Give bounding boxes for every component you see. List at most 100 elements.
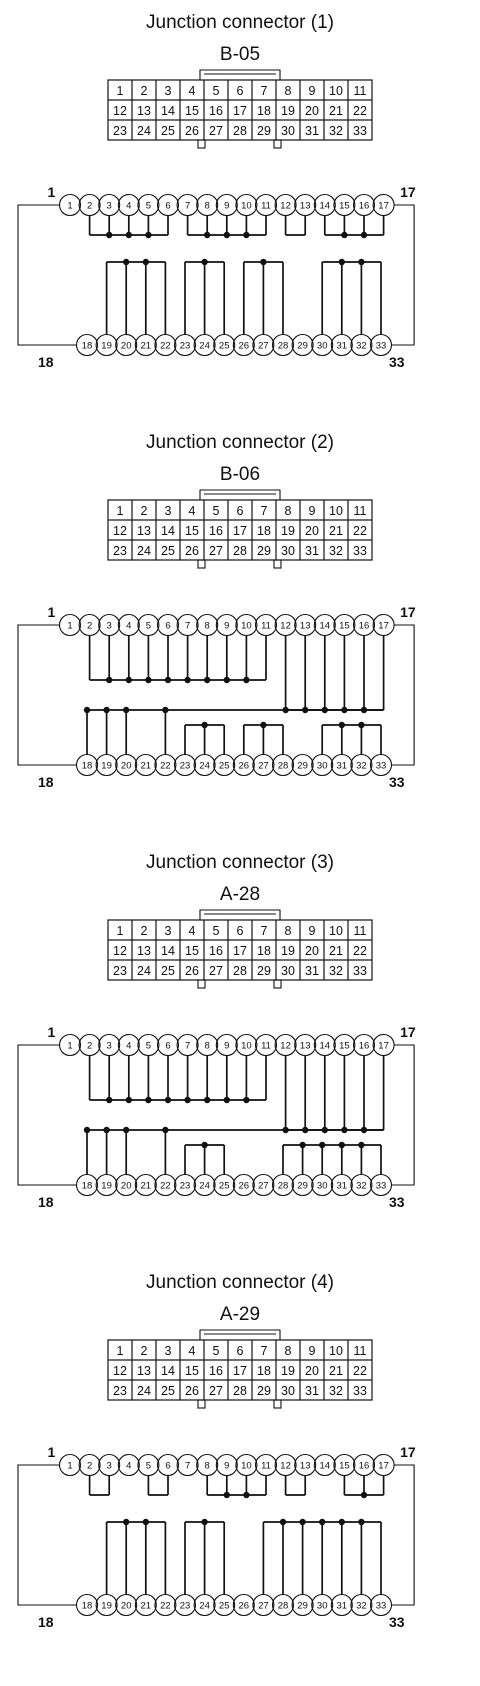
cell-label: 19 bbox=[281, 1364, 295, 1378]
cell-label: 31 bbox=[305, 124, 319, 138]
pin-label: 17 bbox=[378, 621, 389, 632]
pin-label: 33 bbox=[376, 1181, 387, 1192]
pin-label: 12 bbox=[280, 621, 291, 632]
pin-26: 26 bbox=[232, 333, 255, 357]
pin-label: 3 bbox=[107, 1041, 112, 1052]
cell-1: 1 bbox=[107, 1339, 133, 1361]
cell-label: 18 bbox=[257, 1364, 271, 1378]
pin-27: 27 bbox=[252, 1593, 275, 1617]
cell-label: 15 bbox=[185, 524, 199, 538]
cell-20: 20 bbox=[299, 99, 325, 121]
cell-label: 5 bbox=[213, 924, 220, 938]
cell-19: 19 bbox=[275, 519, 301, 541]
cell-2: 2 bbox=[131, 499, 157, 521]
pin-2: 2 bbox=[78, 1033, 101, 1057]
pin-label: 26 bbox=[239, 341, 250, 352]
cell-19: 19 bbox=[275, 939, 301, 961]
cell-1: 1 bbox=[107, 499, 133, 521]
pin-4: 4 bbox=[117, 1033, 140, 1057]
top-bus-1 bbox=[88, 1055, 267, 1104]
pin-label: 9 bbox=[224, 201, 229, 212]
cell-30: 30 bbox=[275, 119, 301, 141]
cell-label: 10 bbox=[329, 84, 343, 98]
pin-33: 33 bbox=[369, 1173, 393, 1197]
pin-label: 22 bbox=[160, 1601, 171, 1612]
cell-8: 8 bbox=[275, 499, 301, 521]
pin-30: 30 bbox=[311, 753, 334, 777]
cell-26: 26 bbox=[179, 959, 205, 981]
pin-label: 2 bbox=[87, 621, 92, 632]
pin-29: 29 bbox=[291, 1173, 314, 1197]
pin-4: 4 bbox=[117, 613, 140, 637]
pin-22: 22 bbox=[154, 753, 177, 777]
connector-code: A-28 bbox=[220, 884, 260, 905]
bottom-bus-2 bbox=[184, 258, 226, 335]
cell-label: 5 bbox=[213, 84, 220, 98]
pin-label: 21 bbox=[141, 341, 152, 352]
cell-label: 16 bbox=[209, 104, 223, 118]
cell-28: 28 bbox=[227, 119, 253, 141]
pin-27: 27 bbox=[252, 1173, 275, 1197]
pin-6: 6 bbox=[156, 1033, 180, 1057]
cell-5: 5 bbox=[203, 499, 229, 521]
cell-label: 2 bbox=[141, 84, 148, 98]
cell-label: 19 bbox=[281, 524, 295, 538]
cell-25: 25 bbox=[155, 539, 181, 561]
end-label-bottom-right: 33 bbox=[389, 1194, 405, 1210]
cell-21: 21 bbox=[323, 939, 349, 961]
pin-23: 23 bbox=[173, 1593, 197, 1617]
cell-9: 9 bbox=[299, 79, 325, 101]
cell-label: 20 bbox=[305, 944, 319, 958]
cell-3: 3 bbox=[155, 79, 181, 101]
pin-label: 29 bbox=[297, 1181, 308, 1192]
end-label-bottom-left: 18 bbox=[38, 1614, 54, 1630]
pin-28: 28 bbox=[271, 753, 295, 777]
cell-label: 21 bbox=[329, 524, 343, 538]
pin-3: 3 bbox=[98, 613, 121, 637]
pin-24: 24 bbox=[193, 333, 216, 357]
pin-label: 10 bbox=[241, 1461, 252, 1472]
end-label-top-left: 1 bbox=[48, 1444, 56, 1460]
frame-right bbox=[391, 204, 415, 346]
cell-8: 8 bbox=[275, 79, 301, 101]
pin-label: 21 bbox=[141, 761, 152, 772]
pin-1: 1 bbox=[58, 1033, 82, 1057]
pin-label: 14 bbox=[320, 1041, 331, 1052]
end-label-top-left: 1 bbox=[48, 184, 56, 200]
pin-11: 11 bbox=[254, 1453, 278, 1477]
bottom-bus-1 bbox=[105, 258, 167, 335]
pin-15: 15 bbox=[333, 1453, 356, 1477]
cell-label: 20 bbox=[305, 104, 319, 118]
pin-1: 1 bbox=[58, 1453, 82, 1477]
top-bus-4 bbox=[323, 215, 385, 239]
cell-label: 13 bbox=[137, 1364, 151, 1378]
cell-label: 25 bbox=[161, 544, 175, 558]
pin-28: 28 bbox=[271, 333, 295, 357]
cell-label: 15 bbox=[185, 104, 199, 118]
pin-21: 21 bbox=[134, 333, 157, 357]
pin-label: 24 bbox=[199, 761, 210, 772]
pin-label: 29 bbox=[297, 341, 308, 352]
pin-label: 9 bbox=[224, 1461, 229, 1472]
cell-23: 23 bbox=[107, 1379, 133, 1401]
pin-label: 18 bbox=[82, 341, 93, 352]
pin-1: 1 bbox=[58, 193, 82, 217]
pin-4: 4 bbox=[117, 1453, 140, 1477]
cell-7: 7 bbox=[251, 79, 277, 101]
pin-9: 9 bbox=[215, 613, 238, 637]
pin-label: 11 bbox=[261, 1461, 271, 1472]
cell-label: 26 bbox=[185, 964, 199, 978]
top-bus-1 bbox=[88, 215, 169, 239]
top-bus-2 bbox=[186, 215, 267, 239]
pin-33: 33 bbox=[369, 1593, 393, 1617]
cell-3: 3 bbox=[155, 919, 181, 941]
cell-label: 32 bbox=[329, 964, 343, 978]
pin-18: 18 bbox=[75, 1593, 99, 1617]
pin-label: 4 bbox=[126, 1461, 131, 1472]
cell-21: 21 bbox=[323, 519, 349, 541]
cell-24: 24 bbox=[131, 539, 157, 561]
cell-label: 26 bbox=[185, 124, 199, 138]
pin-17: 17 bbox=[372, 193, 395, 217]
cell-16: 16 bbox=[203, 1359, 229, 1381]
pin-13: 13 bbox=[294, 1453, 317, 1477]
